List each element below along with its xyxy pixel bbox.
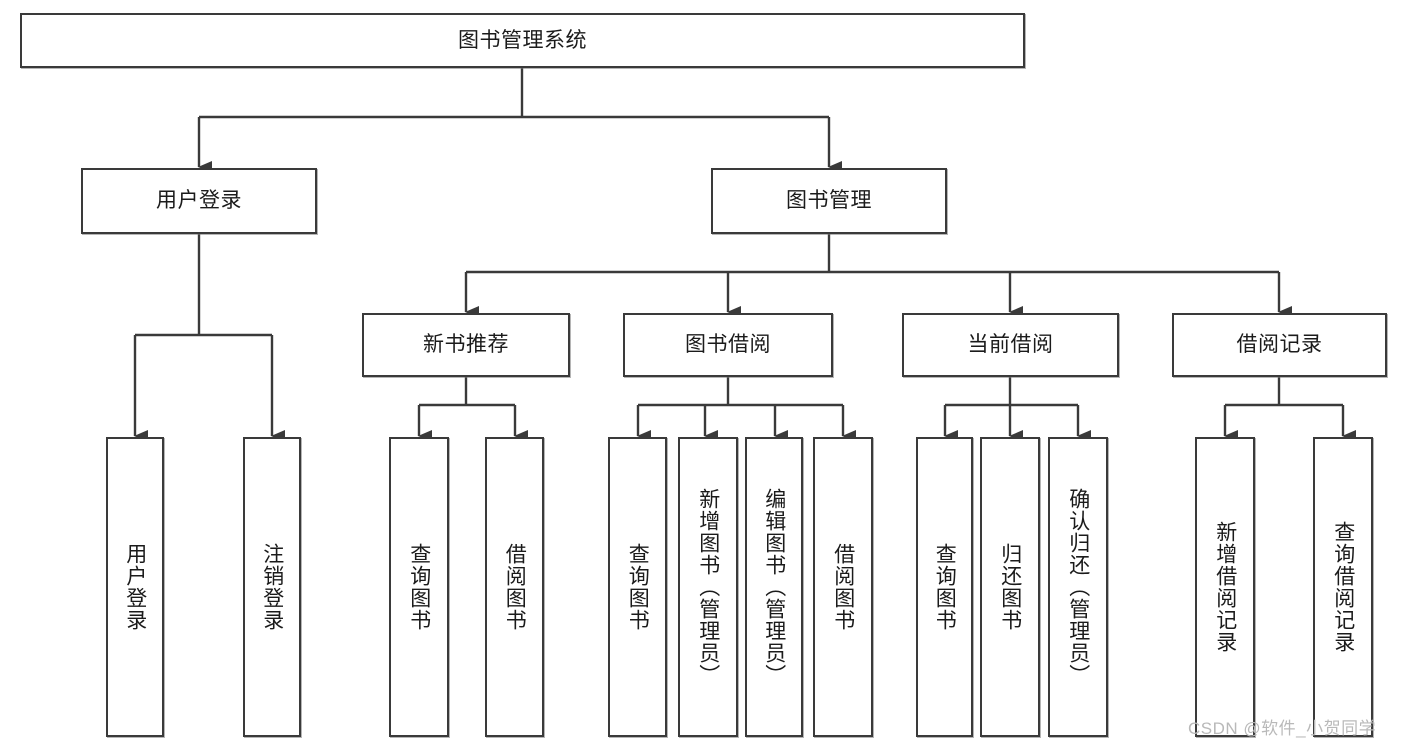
leaf-label: 确认归还（管理员） xyxy=(1066,488,1090,686)
leaf-label: 注销登录 xyxy=(260,543,284,631)
level3-node: 图书借阅 xyxy=(623,313,833,377)
leaf-node: 编辑图书（管理员） xyxy=(745,437,803,737)
leaf-label: 查询图书 xyxy=(407,543,431,631)
leaf-node: 查询图书 xyxy=(916,437,973,737)
leaf-node: 归还图书 xyxy=(980,437,1040,737)
root-label: 图书管理系统 xyxy=(458,28,587,52)
level3-node: 借阅记录 xyxy=(1172,313,1387,377)
level3-label: 图书借阅 xyxy=(685,333,771,357)
level3-label: 新书推荐 xyxy=(423,333,509,357)
leaf-node: 注销登录 xyxy=(243,437,301,737)
level3-node: 当前借阅 xyxy=(902,313,1119,377)
level3-label: 当前借阅 xyxy=(967,333,1054,357)
leaf-node: 用户登录 xyxy=(106,437,164,737)
level3-label: 借阅记录 xyxy=(1236,333,1323,357)
leaf-node: 借阅图书 xyxy=(813,437,873,737)
level2-label: 用户登录 xyxy=(156,189,242,213)
leaf-node: 借阅图书 xyxy=(485,437,544,737)
leaf-label: 用户登录 xyxy=(123,543,147,631)
level2-node: 用户登录 xyxy=(81,168,317,234)
level2-label: 图书管理 xyxy=(786,189,872,213)
leaf-label: 编辑图书（管理员） xyxy=(762,488,786,686)
leaf-label: 借阅图书 xyxy=(831,543,855,631)
leaf-node: 新增借阅记录 xyxy=(1195,437,1255,737)
leaf-label: 查询图书 xyxy=(626,543,650,631)
leaf-node: 新增图书（管理员） xyxy=(678,437,738,737)
root-node: 图书管理系统 xyxy=(20,13,1025,68)
level3-node: 新书推荐 xyxy=(362,313,570,377)
leaf-label: 归还图书 xyxy=(998,543,1022,631)
leaf-label: 借阅图书 xyxy=(503,543,527,631)
level2-node: 图书管理 xyxy=(711,168,947,234)
leaf-node: 查询图书 xyxy=(608,437,667,737)
leaf-node: 查询借阅记录 xyxy=(1313,437,1373,737)
leaf-node: 确认归还（管理员） xyxy=(1048,437,1108,737)
leaf-label: 查询借阅记录 xyxy=(1331,521,1355,653)
leaf-node: 查询图书 xyxy=(389,437,449,737)
leaf-label: 新增图书（管理员） xyxy=(696,488,720,686)
leaf-label: 新增借阅记录 xyxy=(1213,521,1237,653)
watermark-text: CSDN @软件_小贺同学 xyxy=(1188,719,1377,738)
leaf-label: 查询图书 xyxy=(933,543,957,631)
